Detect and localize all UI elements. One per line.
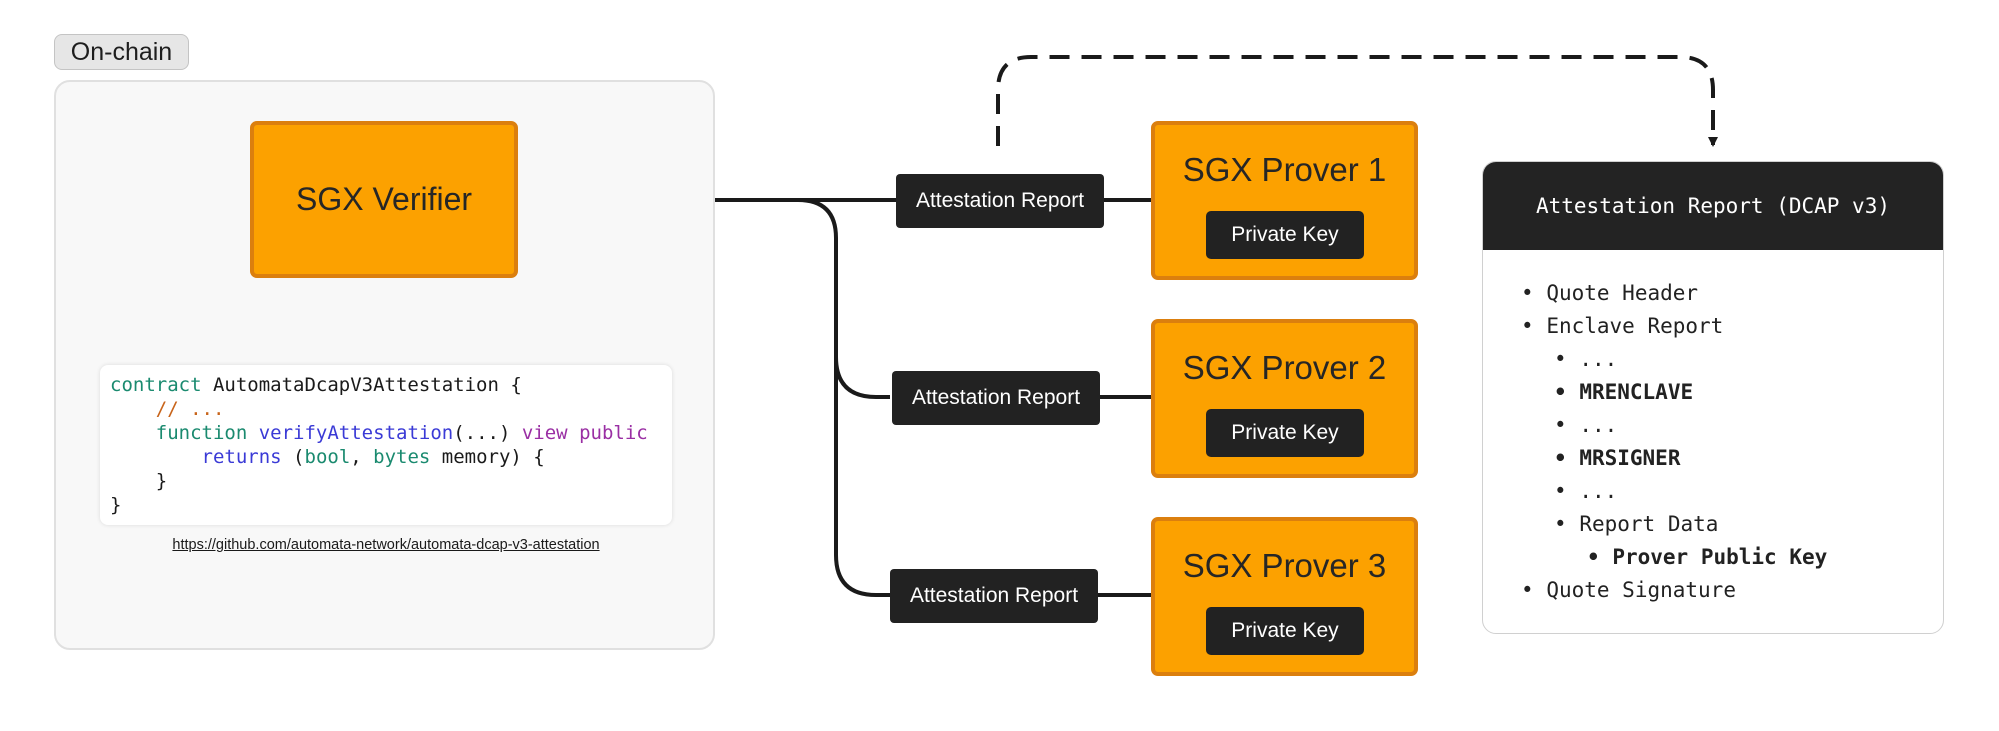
code-function-name: verifyAttestation [258, 422, 454, 444]
report-item: • ... [1554, 347, 1617, 371]
code-comment: // ... [155, 398, 225, 420]
branch-connector [797, 198, 890, 399]
code-keyword: public [579, 422, 648, 444]
sgx-prover-2: SGX Prover 2 Private Key [1151, 319, 1418, 478]
sgx-prover-3: SGX Prover 3 Private Key [1151, 517, 1418, 676]
bullet: • [1554, 413, 1567, 437]
attestation-report-2: Attestation Report [892, 371, 1100, 425]
code-line-6: } [110, 493, 662, 517]
code-keyword: contract [110, 374, 202, 396]
prover-title: SGX Prover 3 [1182, 547, 1387, 584]
report-item-text: MRSIGNER [1579, 446, 1681, 470]
report-item-text: Report Data [1579, 512, 1719, 536]
code-text: , [350, 446, 374, 468]
report-item: • Quote Header [1521, 281, 1698, 305]
report-item: • Prover Public Key [1587, 545, 1827, 569]
code-text: (...) [453, 422, 511, 444]
bullet: • [1554, 347, 1567, 371]
report-item: • MRSIGNER [1554, 446, 1680, 470]
report-item-text: Enclave Report [1546, 314, 1724, 338]
code-text: memory) { [430, 446, 545, 468]
prover-title: SGX Prover 2 [1182, 349, 1387, 386]
bullet: • [1554, 446, 1567, 470]
code-line-4: returns (bool, bytes memory) { [110, 445, 662, 469]
private-key-badge: Private Key [1206, 211, 1364, 259]
code-line-1: contract AutomataDcapV3Attestation { [110, 373, 662, 397]
bullet: • [1521, 281, 1534, 305]
bullet: • [1521, 314, 1534, 338]
report-item: • ... [1554, 479, 1617, 503]
code-line-3: function verifyAttestation(...) view pub… [110, 421, 662, 445]
code-keyword: function [155, 422, 248, 444]
sgx-prover-1: SGX Prover 1 Private Key [1151, 121, 1418, 280]
code-text: AutomataDcapV3Attestation { [201, 374, 522, 396]
bullet: • [1554, 479, 1567, 503]
dashed-detail-arrow [996, 55, 1718, 147]
report-item: • Quote Signature [1521, 578, 1736, 602]
code-text: } [155, 470, 168, 492]
code-keyword: returns [201, 446, 282, 468]
attestation-report-1: Attestation Report [896, 174, 1104, 228]
report-item: • Report Data [1554, 512, 1718, 536]
attestation-report-card: Attestation Report (DCAP v3) • Quote Hea… [1482, 161, 1944, 634]
report-item: • ... [1554, 413, 1617, 437]
report-item-text: Prover Public Key [1612, 545, 1828, 569]
code-line-5: } [110, 469, 662, 493]
report-item: • MRENCLAVE [1554, 380, 1693, 404]
onchain-tag: On-chain [54, 34, 189, 70]
report-item: • Enclave Report [1521, 314, 1723, 338]
code-text: } [110, 494, 122, 516]
branch-connector-3 [834, 357, 890, 597]
prover-title: SGX Prover 1 [1182, 151, 1387, 188]
attestation-report-3: Attestation Report [890, 569, 1098, 623]
report-item-text: MRENCLAVE [1579, 380, 1694, 404]
code-line-2: // ... [110, 397, 662, 421]
code-text: ( [293, 446, 305, 468]
code-type: bytes [373, 446, 431, 468]
repo-link[interactable]: https://github.com/automata-network/auto… [172, 537, 600, 553]
private-key-badge: Private Key [1206, 409, 1364, 457]
report-item-text: Quote Header [1546, 281, 1699, 305]
report-item-text: Quote Signature [1546, 578, 1736, 602]
bullet: • [1587, 545, 1600, 569]
bullet: • [1554, 512, 1567, 536]
report-item-text: ... [1579, 347, 1618, 371]
report-card-title: Attestation Report (DCAP v3) [1483, 162, 1943, 250]
bullet: • [1554, 380, 1567, 404]
code-type: bool [304, 446, 351, 468]
code-keyword: view [521, 422, 568, 444]
report-item-text: ... [1579, 413, 1618, 437]
bullet: • [1521, 578, 1534, 602]
private-key-badge: Private Key [1206, 607, 1364, 655]
contract-code-block: contract AutomataDcapV3Attestation { // … [100, 365, 672, 525]
sgx-verifier-box: SGX Verifier [250, 121, 518, 278]
report-item-text: ... [1579, 479, 1618, 503]
